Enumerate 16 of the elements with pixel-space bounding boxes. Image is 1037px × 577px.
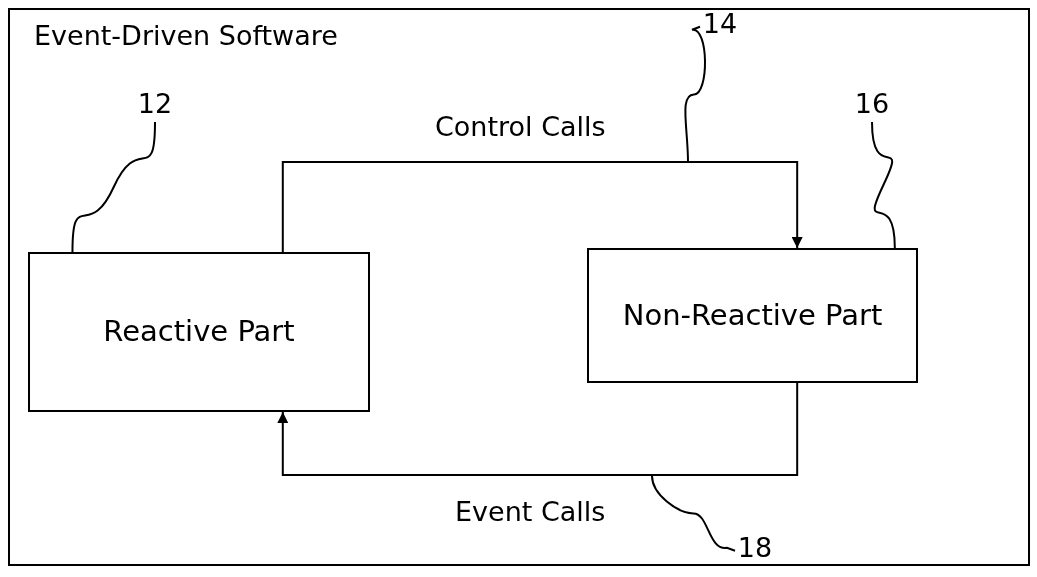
callout-number: 12 (135, 84, 175, 122)
process-box: Non-Reactive Part (587, 248, 918, 383)
leader-line (651, 475, 736, 552)
callout-number: 16 (852, 84, 892, 122)
leader-line (871, 121, 896, 249)
frame-label: Event-Driven Software (34, 22, 338, 49)
callout-number: 14 (700, 4, 740, 42)
software-frame (8, 8, 1030, 566)
edge-label: Event Calls (455, 498, 606, 525)
connector-arrow (281, 161, 803, 253)
leader-line (71, 121, 156, 253)
process-box: Reactive Part (28, 252, 370, 412)
edge-label: Control Calls (435, 113, 606, 140)
connector-arrow (277, 382, 799, 476)
callout-number: 18 (735, 528, 775, 566)
leader-line (684, 25, 706, 163)
